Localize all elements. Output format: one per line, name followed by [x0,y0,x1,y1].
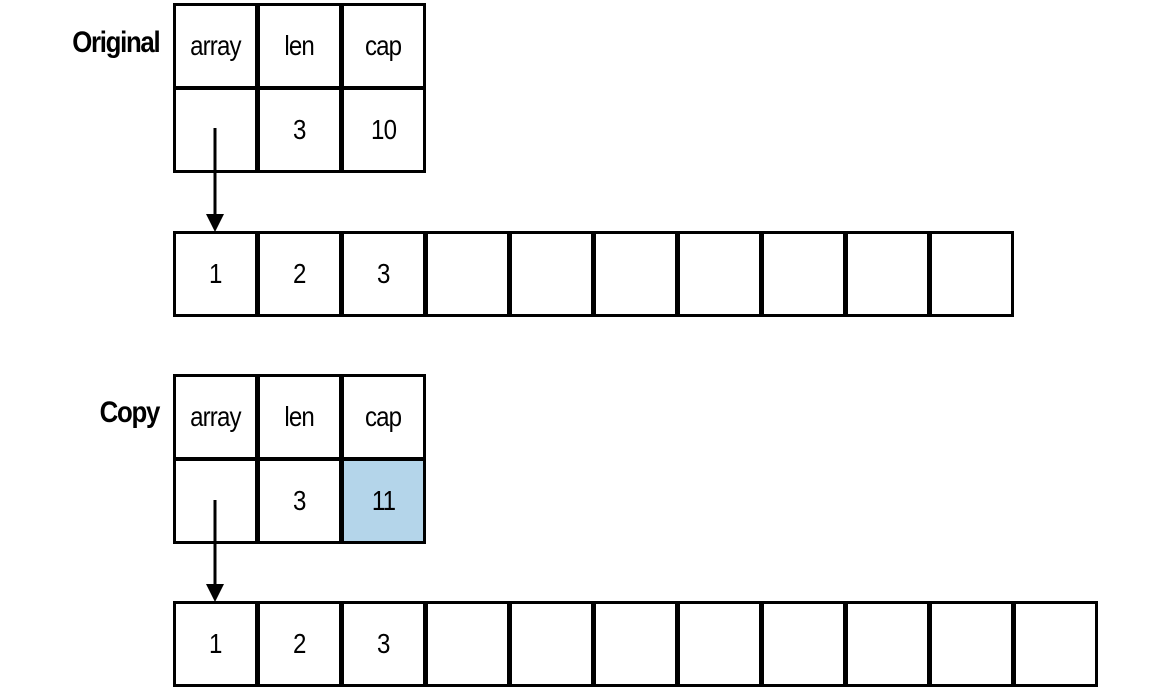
original-array-element-cell: 2 [257,231,342,317]
original-array-element-cell-text: 3 [377,258,390,289]
copy-array-element-cell [509,601,594,687]
original-array-element-cell [929,231,1014,317]
copy-array-element-cell [761,601,846,687]
copy-header-len-cell-text: len [284,401,315,432]
copy-array-element-cell: 3 [341,601,426,687]
copy-array-element-cell-text: 1 [209,628,222,659]
original-array-element-cell [509,231,594,317]
original-label: Original [71,26,160,59]
copy-array-element-cell [593,601,678,687]
copy-array-element-cell-text: 2 [293,628,306,659]
original-array-element-cell: 1 [173,231,258,317]
original-header-len-cell-text: len [284,30,315,61]
original-array-element-cell [425,231,510,317]
copy-array-element-cell [677,601,762,687]
copy-label: Copy [99,396,161,429]
copy-value-len-cell: 3 [257,458,342,544]
copy-array-element-cell-text: 3 [377,628,390,659]
original-array-element-cell [845,231,930,317]
copy-value-cap-cell: 11 [341,458,426,544]
copy-array-element-cell: 1 [173,601,258,687]
original-array-element-cell [593,231,678,317]
original-array-element-cell [677,231,762,317]
original-array-element-cell-text: 1 [209,258,222,289]
copy-array-element-cell [845,601,930,687]
original-header-array-cell-text: array [190,30,241,61]
copy-array-element-cell [1013,601,1098,687]
original-value-len-cell-text: 3 [293,114,306,145]
original-value-cap-cell-text: 10 [370,114,397,145]
copy-value-cap-cell-text: 11 [371,485,396,516]
original-array-element-cell-text: 2 [293,258,306,289]
original-array-pointer-arrowhead [206,214,224,232]
original-header-cap-cell-text: cap [365,30,402,61]
original-value-len-cell: 3 [257,87,342,173]
copy-array-element-cell [425,601,510,687]
copy-header-cap-cell-text: cap [365,401,402,432]
copy-array-pointer-arrowhead [206,584,224,602]
original-array-element-cell: 3 [341,231,426,317]
copy-array-element-cell [929,601,1014,687]
copy-value-len-cell-text: 3 [293,485,306,516]
copy-header-array-cell-text: array [190,401,241,432]
copy-array-element-cell: 2 [257,601,342,687]
original-value-cap-cell: 10 [341,87,426,173]
original-array-element-cell [761,231,846,317]
